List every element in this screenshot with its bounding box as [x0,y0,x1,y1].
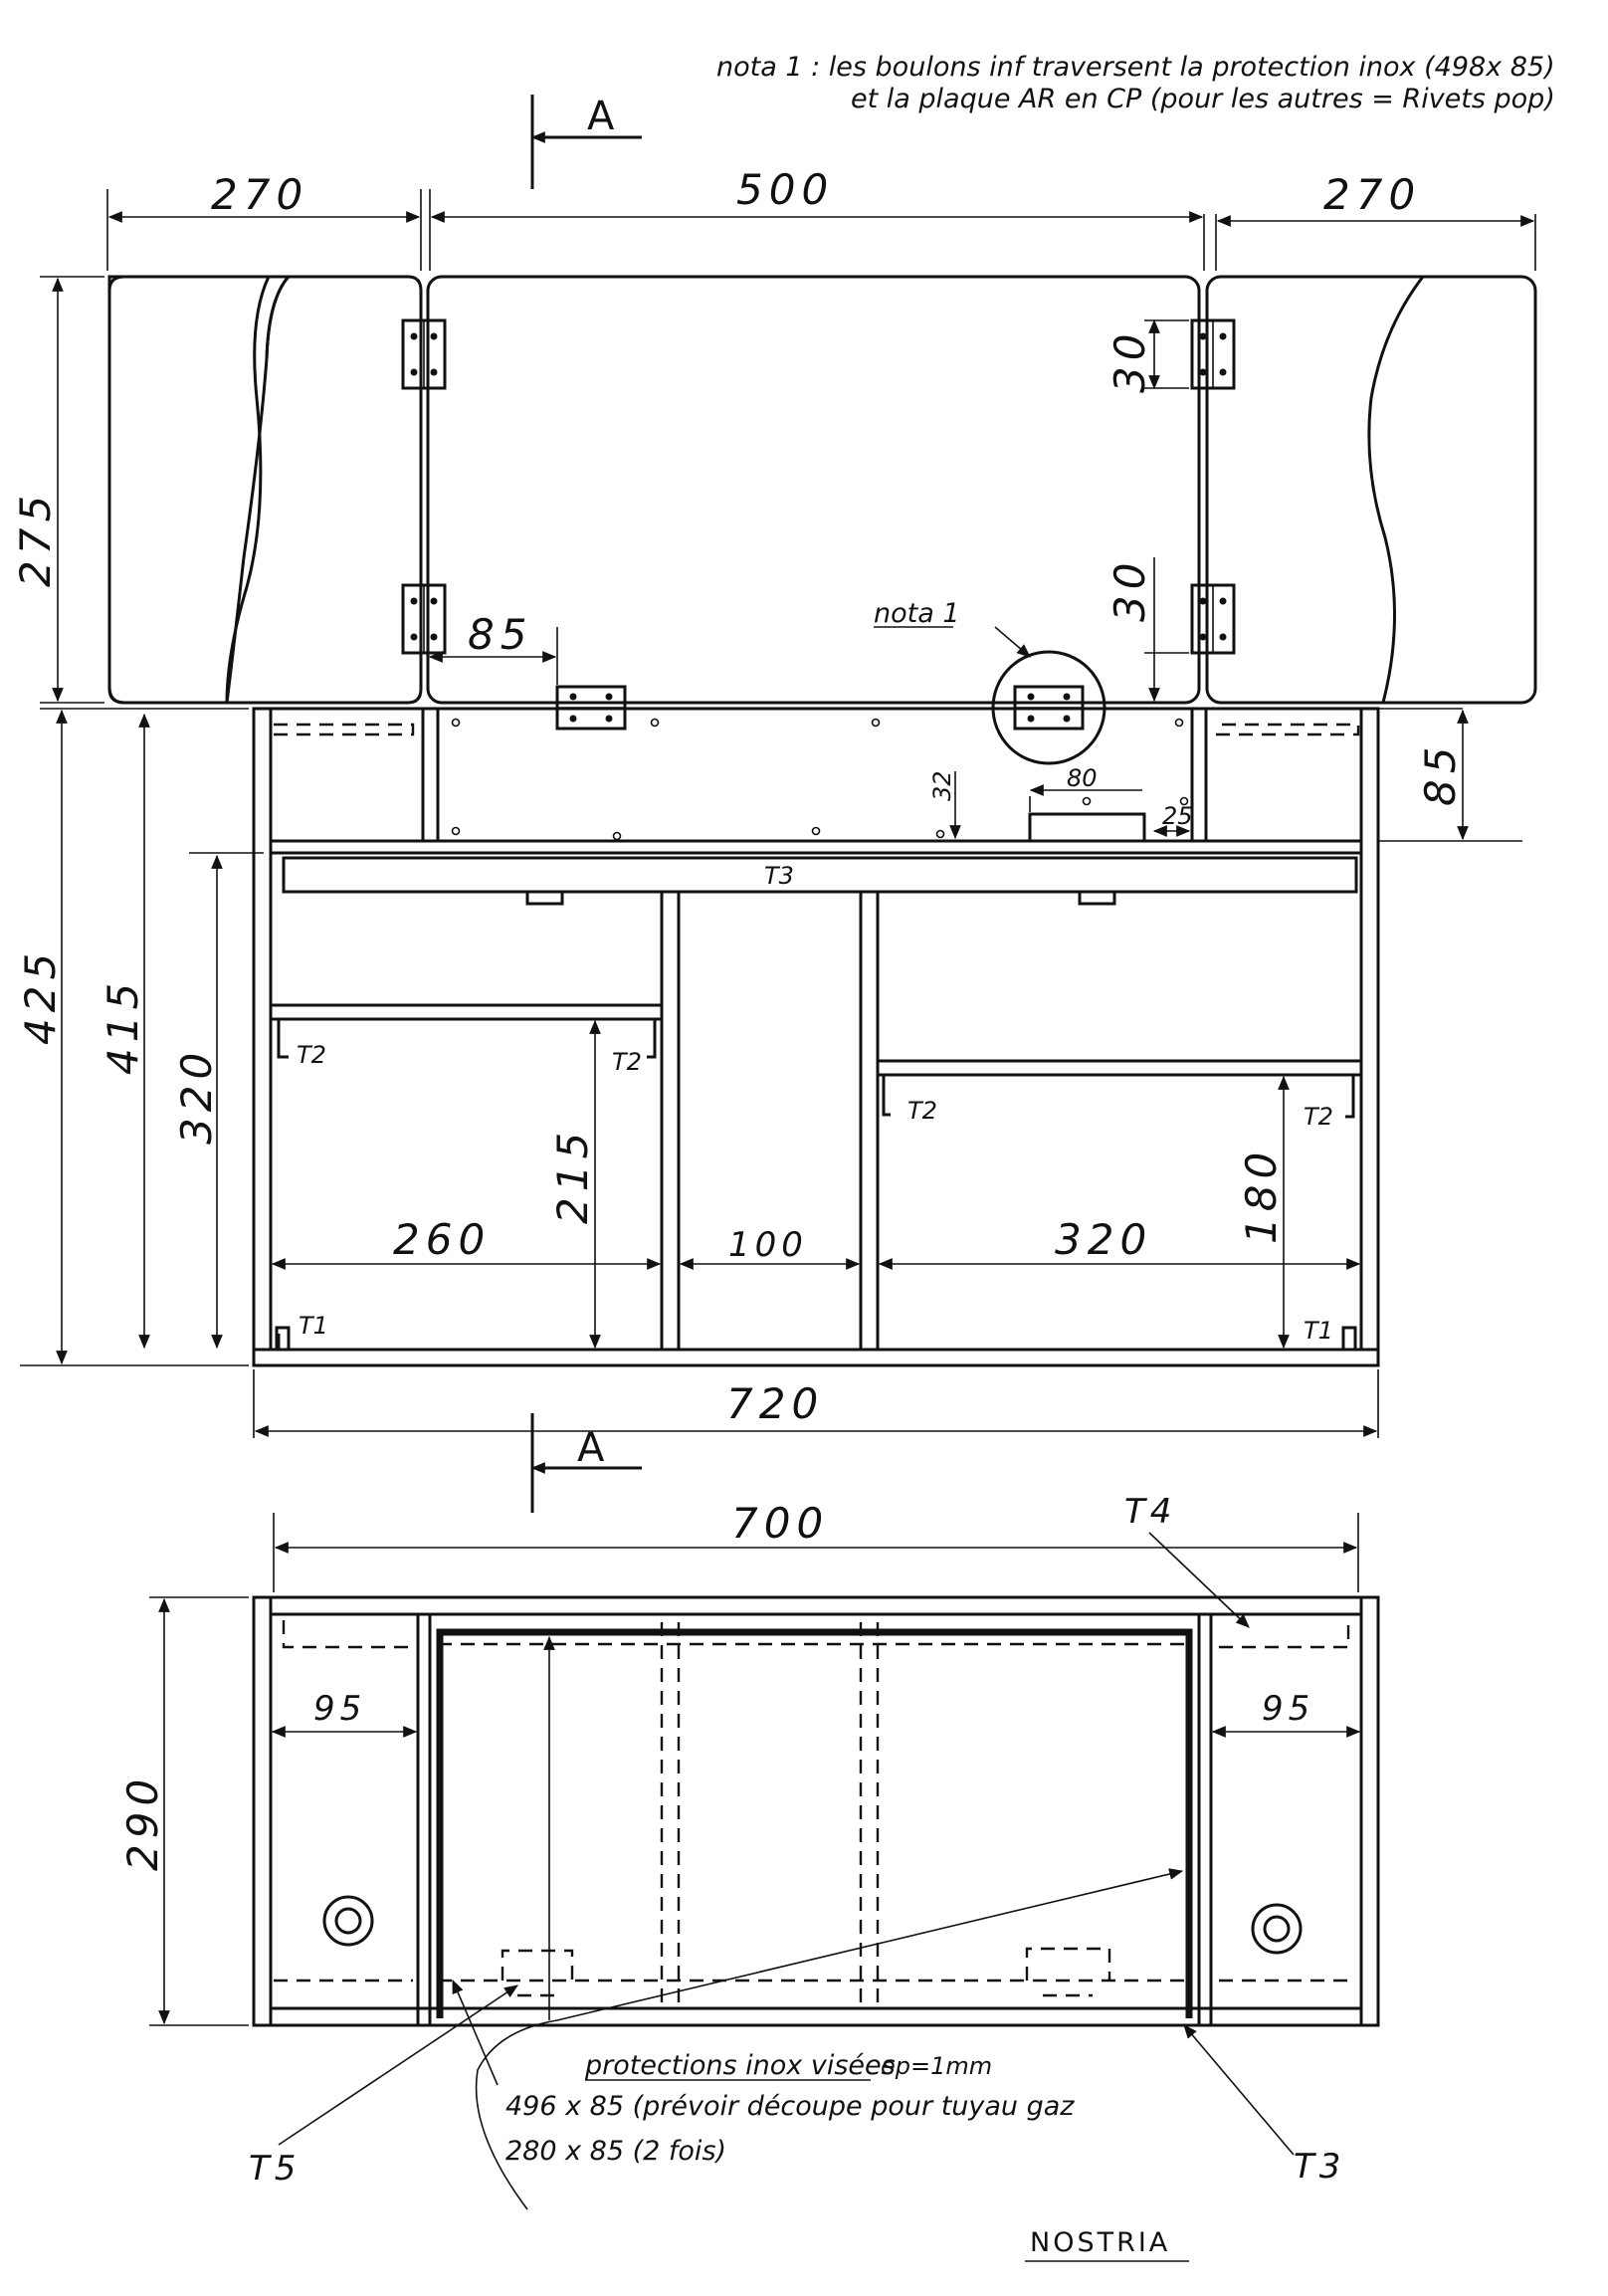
dim-hinge-left-85: 85 [468,610,532,659]
dim-inner-height-415: 415 [99,977,147,1075]
dim-right-width-320: 320 [1055,1215,1152,1264]
dim-right-margin-95: 95 [1262,1689,1314,1729]
bottom-outline [252,1595,1380,2027]
nota1-line2: et la plaque AR en CP (pour les autres =… [851,84,1555,114]
dim-right-shelf-180: 180 [1237,1147,1286,1244]
dim-back-strip-85: 85 [1416,741,1465,806]
section-label-top: A [587,94,615,139]
vent-hole-right [1251,1903,1303,1955]
bottom-view: 700 290 [118,1492,1380,2027]
left-flap-break [225,276,271,704]
dim-height-275: 275 [11,490,60,587]
dim-left-shelf-215: 215 [548,1127,597,1224]
label-t1-left: T1 [299,1312,328,1340]
front-view: 80 25 32 T3 T2 T2 T2 T2 T1 T1 [16,707,1522,1438]
dim-center-width: 500 [736,165,834,214]
center-panel [426,275,1201,705]
right-flap-break [1367,276,1425,704]
section-mark-bottom: A [530,1413,642,1513]
nota1-line1: nota 1 : les boulons inf traversent la p… [716,52,1555,83]
dim-cut-width-80: 80 [1067,764,1098,792]
dim-right-width: 270 [1323,170,1421,219]
label-t3-front: T3 [764,862,794,890]
label-t1-right: T1 [1304,1317,1333,1345]
section-mark-top: A [530,94,642,189]
left-shelf [269,1003,664,1021]
right-shelf [876,1059,1363,1077]
nota1-text: nota 1 : les boulons inf traversent la p… [716,52,1555,114]
dim-left-margin-95: 95 [313,1689,366,1729]
protection-annotation: protections inox visées ep=1mm 496 x 85 … [249,1868,1345,2262]
signature: NOSTRIA [1030,2227,1170,2258]
section-label-bottom: A [577,1425,605,1471]
nota1-label: nota 1 [874,598,960,629]
hinge-bottom-left [401,583,447,655]
label-t2-c: T2 [907,1097,937,1125]
dim-hinge-bottom-30: 30 [1106,557,1154,622]
dim-total-width-720: 720 [726,1379,824,1428]
dim-depth-290: 290 [118,1774,167,1871]
label-t2-a: T2 [297,1041,326,1069]
rail-t3 [282,856,1358,894]
label-t2-b: T2 [612,1048,642,1076]
gas-cutout [1028,812,1146,843]
top-view: nota 1 270 500 270 275 30 30 85 [11,165,1537,765]
label-t5: T5 [249,2149,301,2189]
dim-left-width-260: 260 [393,1215,491,1264]
protection-thickness: ep=1mm [881,2052,992,2080]
hinge-bottom-right [1190,583,1236,655]
cabinet-outline [252,707,1380,1367]
dim-cut-offset-25: 25 [1162,802,1193,830]
vent-hole-left [322,1895,374,1947]
dim-mid-width-100: 100 [728,1225,808,1265]
dim-cut-depth-32: 32 [928,770,956,801]
hinge-top-left [401,318,447,390]
dim-shelf-height-320: 320 [172,1047,221,1145]
hinge-top-right [1190,318,1236,390]
label-t4: T4 [1124,1492,1176,1532]
protection-title: protections inox visées [584,2050,896,2081]
dim-hinge-top-30: 30 [1106,328,1154,393]
label-t3-bottom: T3 [1294,2147,1345,2187]
right-flap-panel [1205,275,1537,705]
protection-line1: 496 x 85 (prévoir découpe pour tuyau gaz [505,2091,1075,2122]
label-t2-d: T2 [1304,1103,1333,1131]
dim-left-width: 270 [211,170,308,219]
inox-protection [436,1628,1193,2018]
protection-line2: 280 x 85 (2 fois) [505,2136,726,2167]
dim-total-height-425: 425 [16,947,65,1045]
dim-bottom-width-700: 700 [731,1499,829,1548]
